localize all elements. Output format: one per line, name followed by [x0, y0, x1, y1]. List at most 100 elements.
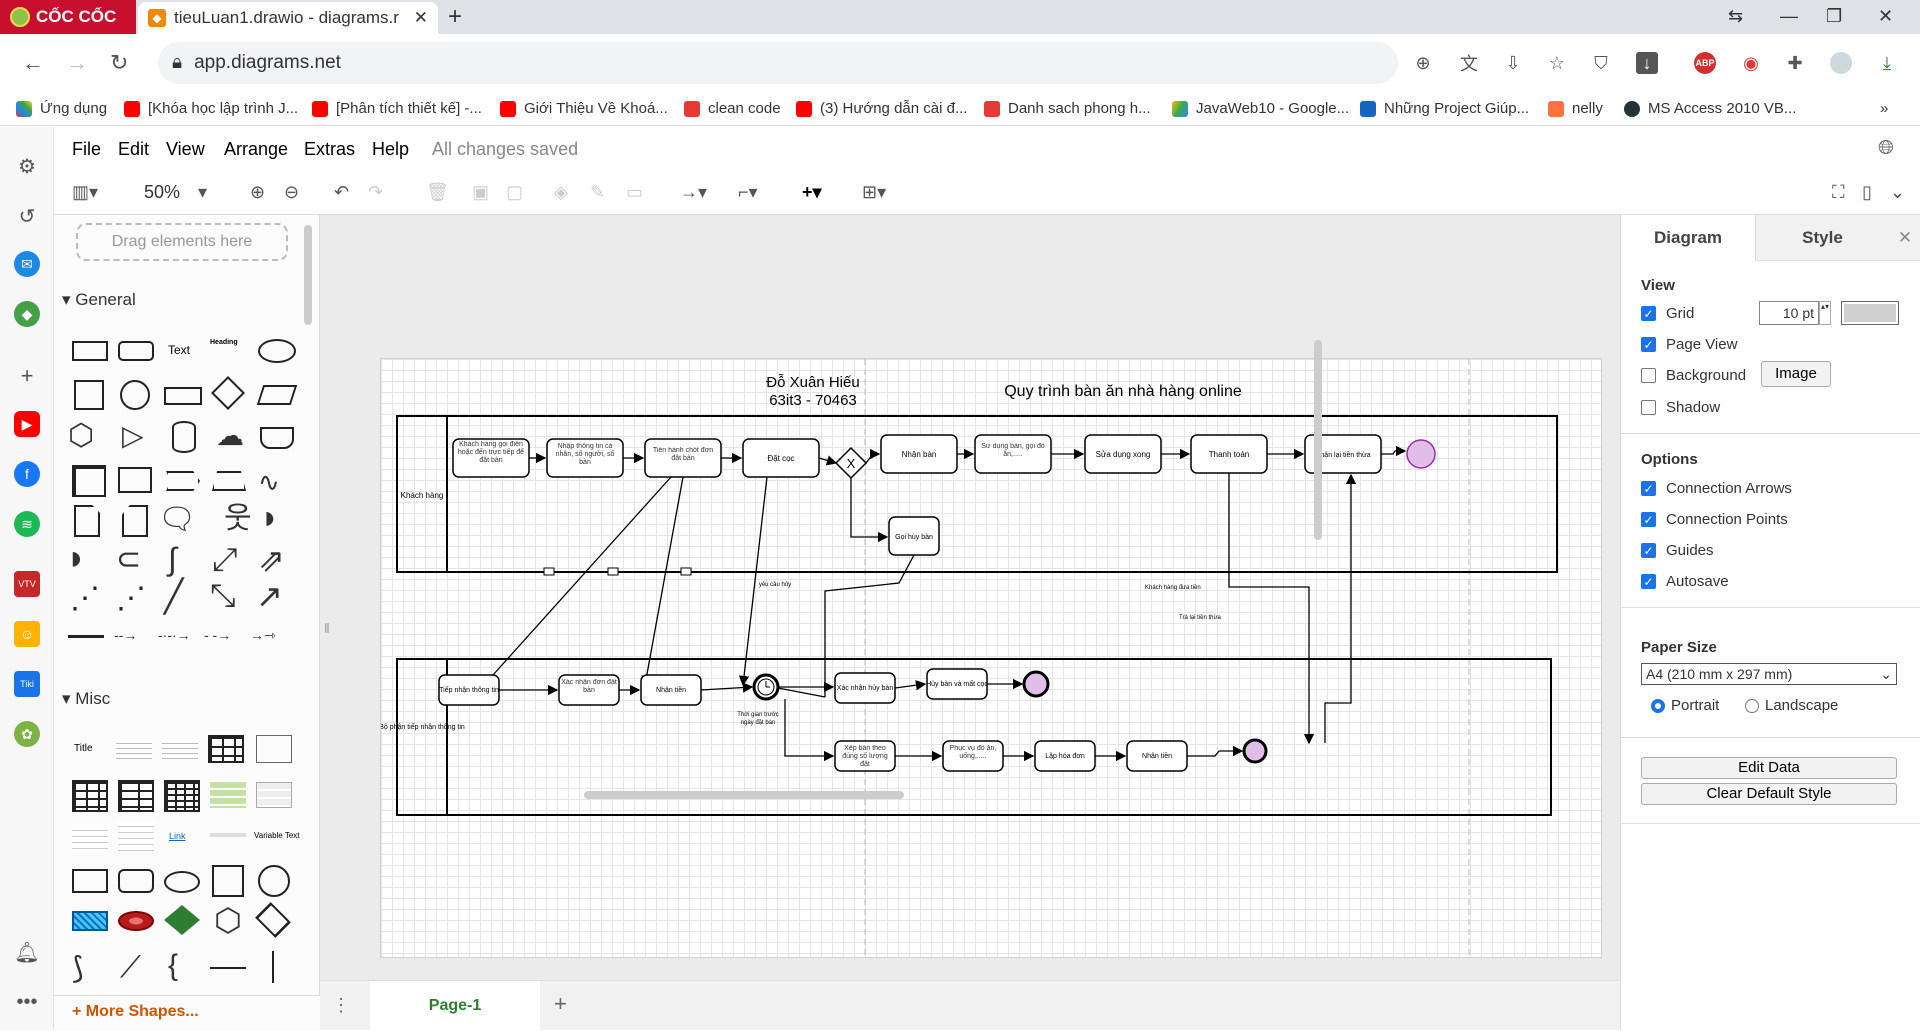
shape-hexagon[interactable]: ⬡	[68, 419, 95, 452]
fill-color-icon[interactable]: ◈	[554, 182, 568, 202]
menu-edit[interactable]: Edit	[118, 139, 150, 159]
coccoc-game-icon[interactable]: ✿	[14, 721, 40, 747]
shape-or[interactable]: ◗	[260, 499, 280, 535]
waypoints-icon[interactable]: ⌐▾	[738, 182, 758, 202]
shape-note[interactable]	[74, 505, 100, 537]
bookmark-5[interactable]: (3) Hướng dẫn cài đ...	[796, 100, 967, 117]
portrait-radio[interactable]: Portrait	[1651, 697, 1719, 714]
bookmark-10[interactable]: MS Access 2010 VB...	[1624, 100, 1796, 117]
more-shapes-button[interactable]: + More Shapes...	[72, 1003, 199, 1020]
shape-list-4[interactable]	[118, 821, 154, 853]
connection-arrows-checkbox[interactable]: ✓Connection Arrows	[1641, 480, 1792, 497]
menu-extras[interactable]: Extras	[304, 139, 356, 159]
menu-view[interactable]: View	[166, 139, 205, 159]
line-color-icon[interactable]: ✎	[590, 182, 606, 202]
shapes-scrollbar[interactable]	[304, 225, 312, 325]
menu-help[interactable]: Help	[372, 139, 410, 159]
add-sidebar-icon[interactable]: +	[20, 363, 34, 388]
undo-icon[interactable]: ↶	[334, 182, 350, 202]
shape-green-diamond[interactable]	[164, 905, 200, 935]
shape-vertical-line[interactable]	[272, 951, 274, 983]
shape-table-grid[interactable]	[208, 735, 244, 763]
profile-avatar[interactable]	[1830, 52, 1852, 74]
menu-file[interactable]: File	[72, 139, 102, 159]
shape-connector-3[interactable]: - -→	[204, 627, 232, 643]
shape-table-gray[interactable]	[256, 782, 292, 808]
shape-link[interactable]	[68, 635, 104, 638]
shape-curve[interactable]: ∫	[168, 541, 177, 577]
translate-icon[interactable]: 文	[1460, 54, 1478, 74]
delete-icon[interactable]: 🗑︎	[426, 182, 449, 202]
shape-title[interactable]: Title	[74, 743, 93, 754]
pages-menu-icon[interactable]: ⋮	[332, 995, 350, 1015]
zoom-in-icon[interactable]: ⊕	[250, 182, 266, 202]
clear-default-style-button[interactable]: Clear Default Style	[1641, 783, 1897, 805]
add-icon[interactable]: ⊕	[1415, 52, 1431, 73]
shape-curly-brace[interactable]: {	[168, 949, 179, 982]
to-back-icon[interactable]: ▢	[506, 182, 524, 202]
canvas-area[interactable]: Đỗ Xuân Hiếu 63it3 - 70463 Quy trình bàn…	[320, 215, 1620, 1030]
shape-document[interactable]	[260, 427, 294, 449]
shape-step[interactable]	[166, 471, 200, 491]
bookmark-3[interactable]: Giới Thiệu Về Khoá...	[500, 100, 668, 117]
shape-isometric-cube[interactable]: ⬡	[214, 902, 242, 938]
shadow-checkbox[interactable]: Shadow	[1641, 399, 1720, 416]
more-bookmarks[interactable]: »	[1880, 100, 1889, 117]
shape-card[interactable]	[122, 505, 148, 537]
shape-zigzag[interactable]: ⟆	[72, 952, 84, 985]
shape-ellipse[interactable]	[258, 339, 296, 363]
add-page-icon[interactable]: +	[554, 991, 567, 1016]
maximize-icon[interactable]: ❐	[1826, 6, 1843, 26]
grid-size-input[interactable]: 10 pt	[1759, 301, 1819, 325]
shape-circle[interactable]	[120, 380, 150, 410]
shape-triangle[interactable]: ▷	[122, 420, 144, 451]
youtube-icon[interactable]: ▶	[14, 411, 40, 437]
page-tab-1[interactable]: Page-1	[370, 981, 540, 1031]
collapse-icon[interactable]: ⌄	[1890, 182, 1906, 202]
diagram-page[interactable]: Đỗ Xuân Hiếu 63it3 - 70463 Quy trình bàn…	[380, 358, 1602, 959]
panel-resize-handle[interactable]: ‖	[324, 620, 330, 636]
shape-cube[interactable]	[118, 467, 152, 493]
adblock-icon[interactable]: ABP	[1694, 52, 1716, 74]
shape-misc-square[interactable]	[212, 865, 244, 897]
shape-actor[interactable]: 웃	[224, 502, 252, 535]
shape-heading[interactable]: Heading	[210, 339, 238, 346]
shape-table-b[interactable]	[118, 780, 154, 812]
table-icon[interactable]: ⊞▾	[862, 182, 887, 202]
shape-table-c[interactable]	[164, 780, 200, 812]
shape-process[interactable]	[164, 387, 202, 405]
shape-hyperlink[interactable]	[210, 833, 246, 837]
downloads-icon[interactable]: ↓	[1636, 52, 1658, 74]
format-panel-toggle-icon[interactable]: ▥▾	[72, 182, 99, 202]
shape-curly-line[interactable]: ⟋	[120, 951, 141, 984]
shape-directional-connector[interactable]: ↗	[256, 578, 283, 614]
shape-parallelogram[interactable]	[256, 385, 298, 405]
redo-icon[interactable]: ↷	[368, 182, 384, 202]
close-tab-icon[interactable]: ✕	[413, 8, 428, 27]
browser-logo[interactable]: CỐC CỐC	[0, 0, 136, 34]
vtv-icon[interactable]: VTV	[14, 571, 40, 597]
bookmark-1[interactable]: [Khóa học lập trình J...	[124, 100, 298, 117]
shield-icon[interactable]: ⛉	[1594, 52, 1608, 73]
reload-icon[interactable]: ↻	[110, 50, 129, 75]
shape-hatched[interactable]	[72, 911, 108, 931]
menu-arrange[interactable]: Arrange	[224, 139, 289, 159]
shape-misc-rounded[interactable]	[118, 869, 154, 893]
url-field[interactable]: 🔒︎ app.diagrams.net	[158, 42, 1398, 84]
shape-horizontal-line[interactable]	[210, 967, 246, 969]
shape-arrow[interactable]: ⇗	[258, 542, 285, 578]
shape-line[interactable]: ╱	[164, 578, 184, 614]
grid-checkbox[interactable]: ✓Grid	[1641, 305, 1694, 322]
shape-misc-ellipse[interactable]	[164, 871, 200, 893]
spotify-icon[interactable]: ≋	[14, 511, 40, 537]
grid-size-stepper[interactable]: ▴▾	[1819, 301, 1831, 325]
bookmark-6[interactable]: Danh sach phong h...	[984, 100, 1151, 117]
shape-text[interactable]: Text	[168, 343, 191, 357]
tab-diagram[interactable]: Diagram	[1621, 215, 1755, 261]
extension-chrome-icon[interactable]: ◉	[1743, 52, 1759, 73]
tab-search-icon[interactable]: ⇆	[1728, 6, 1744, 26]
grid-color-swatch[interactable]	[1841, 301, 1899, 325]
zoom-out-icon[interactable]: ⊖	[284, 182, 300, 202]
new-tab-icon[interactable]: +	[448, 3, 463, 30]
shape-tape[interactable]: ∿	[258, 467, 280, 497]
